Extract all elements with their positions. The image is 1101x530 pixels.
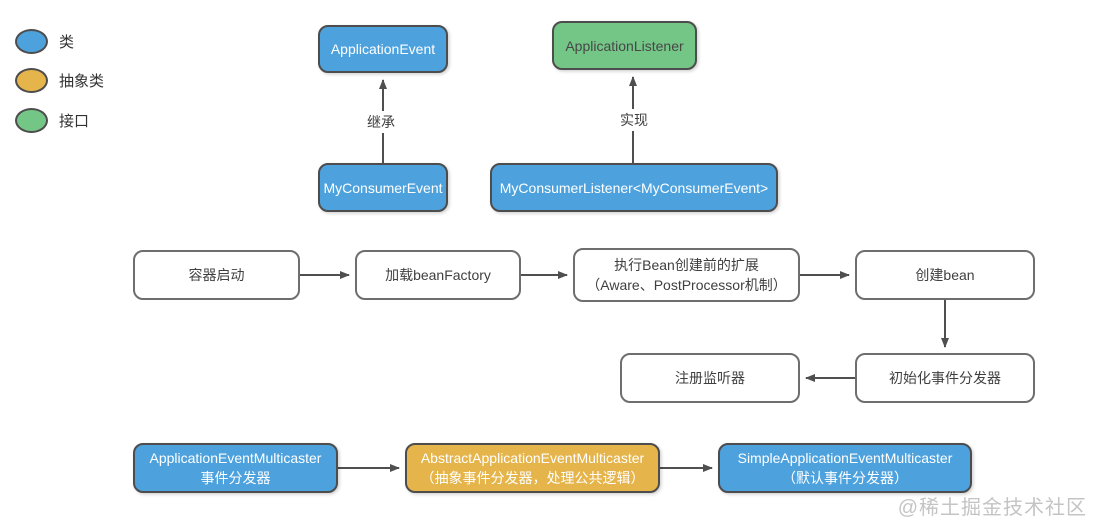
node-simple-application-event-multicaster-line2: （默认事件分发器）: [782, 470, 908, 486]
node-my-consumer-event-label: MyConsumerEvent: [323, 179, 443, 196]
watermark: @稀土掘金技术社区: [897, 497, 1087, 519]
node-application-listener: ApplicationListener: [552, 21, 697, 70]
flow-create-bean-label: 创建bean: [915, 267, 975, 283]
interface-color-ellipse: [15, 107, 48, 133]
legend-label-class: 类: [59, 33, 75, 51]
inherit-edge-label: 继承: [364, 111, 398, 133]
node-my-consumer-event: MyConsumerEvent: [318, 163, 448, 212]
flow-register-listeners-label: 注册监听器: [675, 370, 745, 386]
node-abstract-application-event-multicaster: AbstractApplicationEventMulticaster （抽象事…: [405, 443, 660, 493]
legend-item-abstract-class: 抽象类: [15, 67, 104, 93]
node-application-event-multicaster: ApplicationEventMulticaster 事件分发器: [133, 443, 338, 493]
flow-load-bean-factory: 加载beanFactory: [355, 250, 521, 300]
flow-register-listeners: 注册监听器: [620, 353, 800, 403]
flow-pre-bean-extension-line1: 执行Bean创建前的扩展: [614, 257, 759, 273]
node-simple-application-event-multicaster-line1: SimpleApplicationEventMulticaster: [737, 450, 953, 466]
node-application-event: ApplicationEvent: [318, 25, 448, 73]
flow-container-start-label: 容器启动: [188, 267, 245, 283]
flow-create-bean: 创建bean: [855, 250, 1035, 300]
class-color-ellipse: [15, 28, 48, 54]
legend-item-interface: 接口: [15, 107, 89, 133]
node-simple-application-event-multicaster: SimpleApplicationEventMulticaster （默认事件分…: [718, 443, 972, 493]
node-my-consumer-listener-label: MyConsumerListener<MyConsumerEvent>: [499, 179, 769, 196]
legend-label-abstract-class: 抽象类: [59, 72, 105, 90]
node-abstract-application-event-multicaster-line1: AbstractApplicationEventMulticaster: [420, 450, 645, 466]
flow-container-start: 容器启动: [133, 250, 300, 300]
node-application-event-label: ApplicationEvent: [330, 41, 436, 57]
node-application-event-multicaster-line1: ApplicationEventMulticaster: [149, 450, 322, 466]
node-abstract-application-event-multicaster-line2: （抽象事件分发器，处理公共逻辑）: [420, 470, 645, 486]
legend-label-interface: 接口: [59, 112, 90, 130]
node-application-listener-label: ApplicationListener: [565, 37, 684, 54]
flow-pre-bean-extension-line2: （Aware、PostProcessor机制）: [586, 277, 787, 293]
abstract-class-color-ellipse: [15, 67, 48, 93]
flow-load-bean-factory-label: 加载beanFactory: [385, 267, 491, 283]
legend-item-class: 类: [15, 28, 74, 54]
flow-pre-bean-extension: 执行Bean创建前的扩展 （Aware、PostProcessor机制）: [573, 248, 800, 302]
node-application-event-multicaster-line2: 事件分发器: [200, 470, 271, 486]
flow-init-event-multicaster-label: 初始化事件分发器: [889, 370, 1001, 386]
node-my-consumer-listener: MyConsumerListener<MyConsumerEvent>: [490, 163, 778, 212]
implement-edge-label: 实现: [617, 109, 651, 131]
flow-init-event-multicaster: 初始化事件分发器: [855, 353, 1035, 403]
